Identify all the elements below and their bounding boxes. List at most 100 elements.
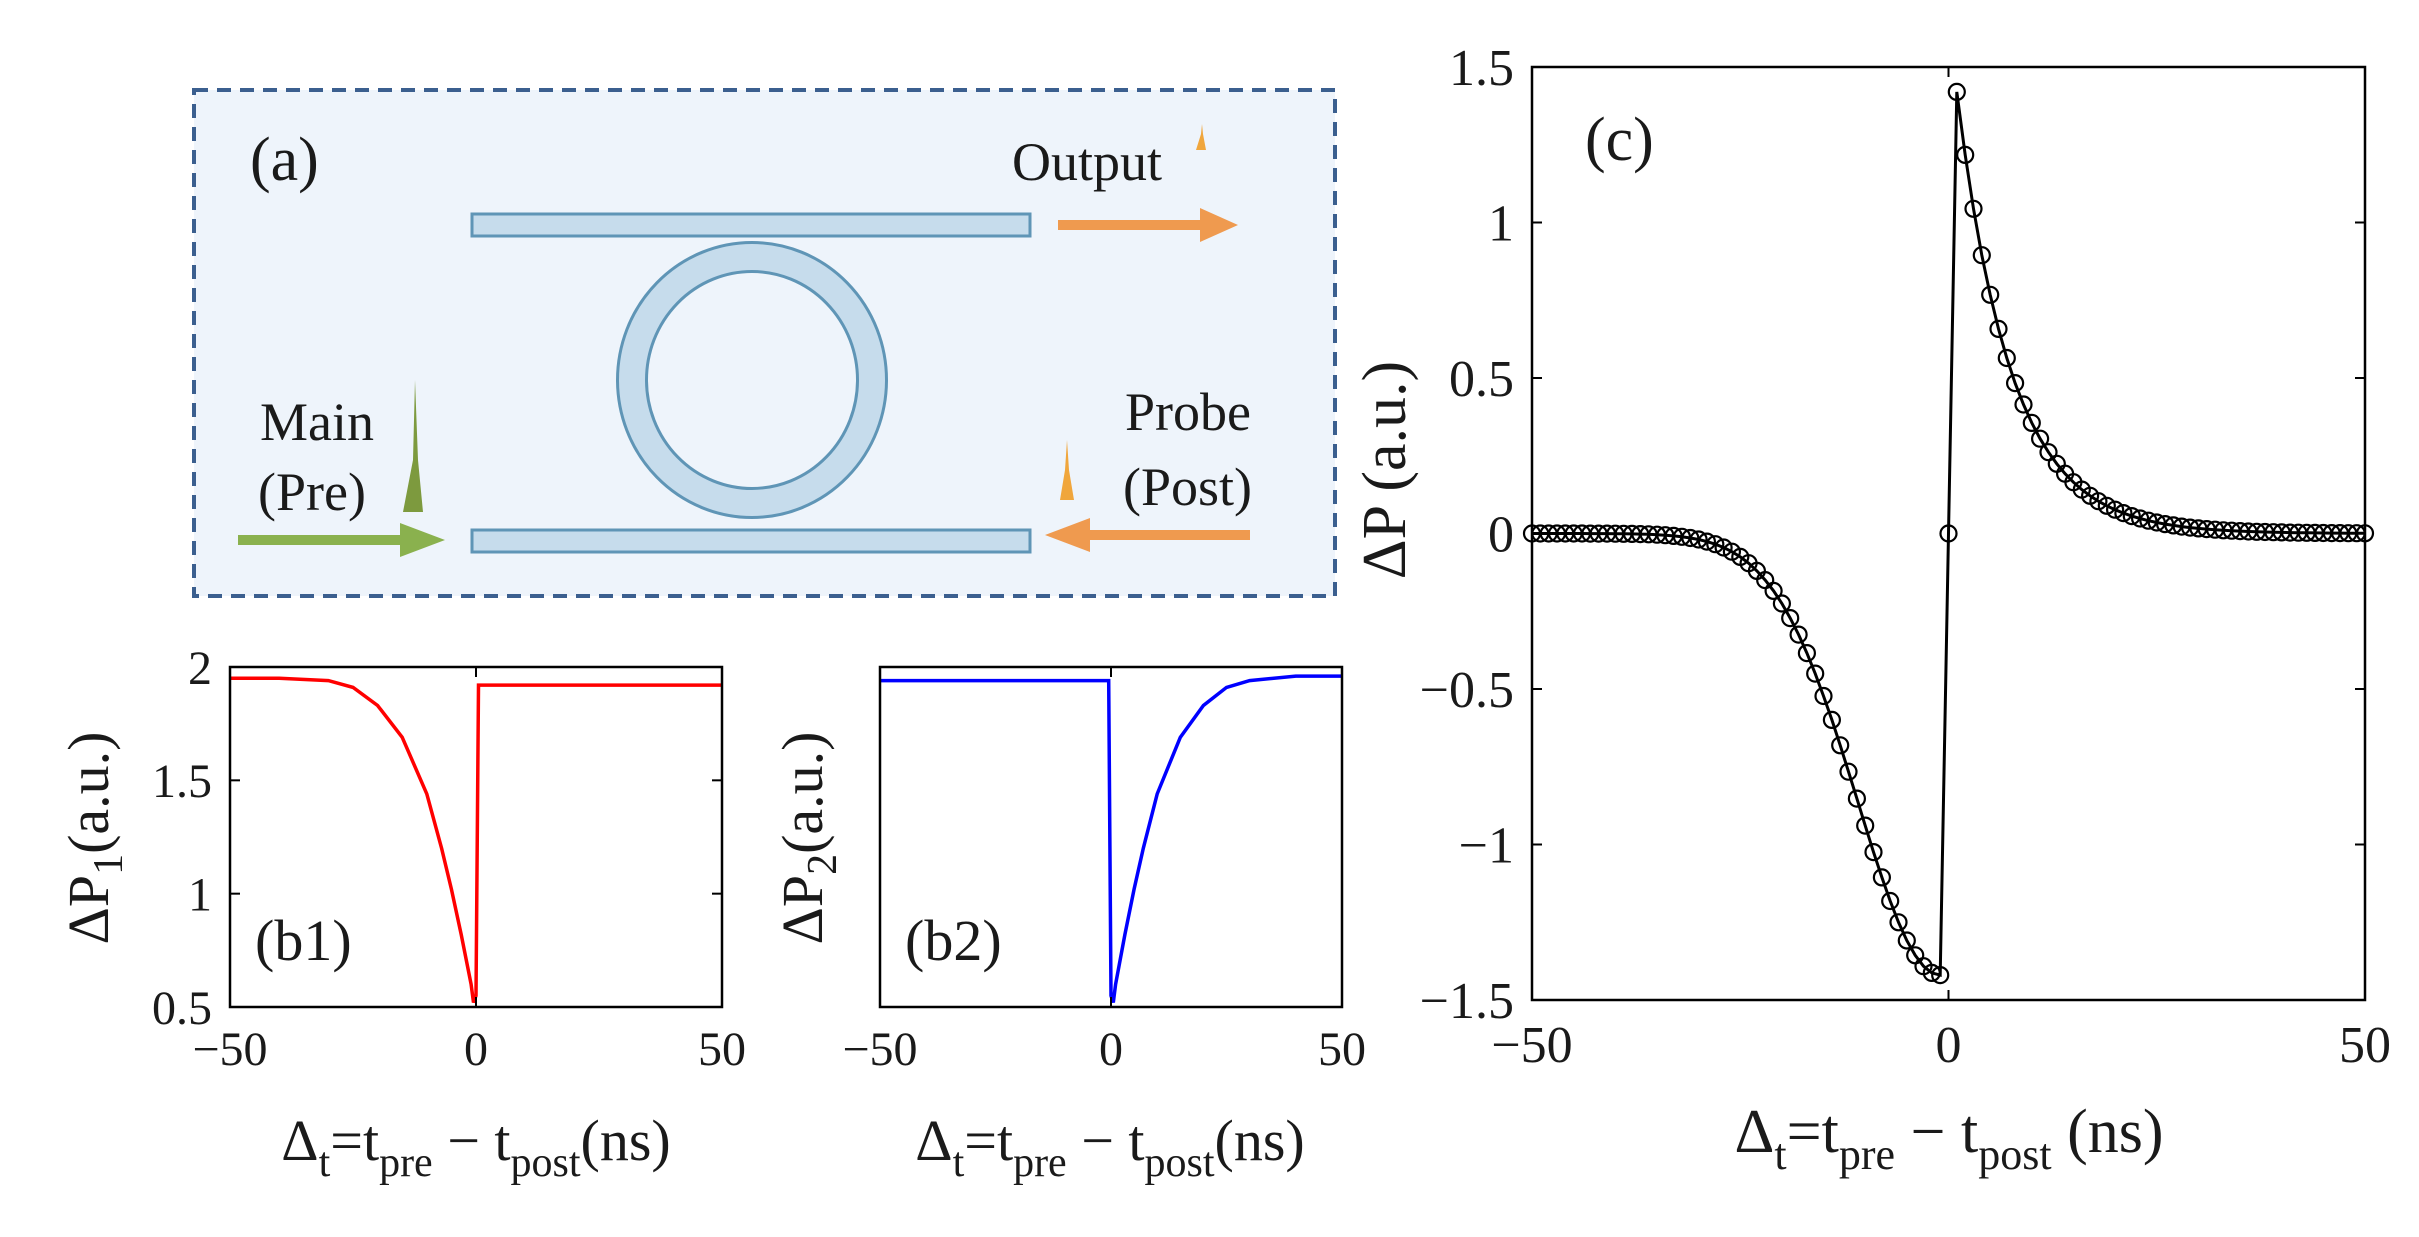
chart-c-data-point	[1872, 868, 1892, 887]
chart-c-data-point	[1822, 710, 1842, 730]
chart-b1-marks	[230, 676, 722, 1004]
chart-c-data-point	[1939, 524, 1958, 543]
chart-c: −50 0 50 −1.5 −1 −0.5 0 0.5 1 1.5 (c) ΔP (a.u.) Δ…	[1351, 40, 2391, 1179]
chart-c-data-point	[1897, 931, 1916, 950]
chart-c-y-tick-label: −1	[1459, 818, 1514, 875]
chart-c-data-point	[1781, 608, 1800, 628]
probe-arrow-icon	[1045, 518, 1250, 552]
panel-label-b1: (b1)	[255, 908, 352, 973]
chart-c-data-point	[1972, 246, 1991, 265]
chart-c-data-point	[1997, 348, 2016, 368]
chart-c-data-point	[1814, 686, 1833, 706]
chart-b1: −50 0 50 0.5 1 1.5 2 (b1) ΔP1(a.u.) Δt=tpre − …	[56, 642, 746, 1186]
chart-c-data-point	[1772, 594, 1792, 613]
chart-c-y-tick-label: 1.5	[1449, 40, 1514, 97]
chart-c-data-point	[1922, 963, 1941, 983]
chart-c-x-tick-label: 0	[1936, 1017, 1962, 1074]
chart-b1-y-tick-label: 1	[188, 868, 212, 921]
chart-c-data-point	[2030, 429, 2050, 448]
bottom-waveguide	[470, 528, 1032, 554]
chart-c-data-point	[1706, 535, 1725, 554]
chart-b1-x-axis-label: Δt=tpre − tpost(ns)	[281, 1108, 671, 1186]
chart-c-data-point	[1681, 528, 1700, 548]
chart-c-data-point	[1672, 527, 1692, 546]
chart-c-data-point	[2097, 496, 2116, 515]
chart-c-data-point	[2014, 395, 2033, 414]
chart-c-marks	[1522, 82, 2375, 985]
chart-c-data-point	[1864, 842, 1883, 862]
chart-b2-series-line	[880, 674, 1342, 1004]
chart-b1-x-tick-label: 0	[464, 1023, 488, 1076]
chart-b1-y-tick-label: 2	[188, 642, 212, 695]
chart-c-data-point	[1806, 664, 1825, 683]
chart-c-data-point	[2005, 374, 2025, 393]
probe-label: Probe	[1125, 382, 1251, 442]
chart-b2-y-axis-label: ΔP2(a.u.)	[770, 732, 846, 945]
chart-c-data-point	[1797, 643, 1817, 663]
probe-pulse-icon	[1060, 440, 1074, 500]
panel-label-a: (a)	[250, 126, 319, 194]
chart-b1-x-tick-label: −50	[192, 1023, 267, 1076]
chart-c-data-point	[1714, 538, 1733, 557]
chart-c-data-point	[1931, 965, 1950, 985]
chart-c-data-point	[1856, 816, 1875, 835]
top-waveguide	[470, 212, 1032, 238]
diagram-panel-a: (a) Output Main (Pre) Probe (Post)	[192, 88, 1337, 598]
chart-c-y-tick-label: −1.5	[1420, 973, 1514, 1030]
main-pulse-icon	[403, 380, 423, 512]
chart-c-data-point	[1689, 530, 1708, 549]
chart-b2-x-axis-label: Δt=tpre − tpost(ns)	[915, 1108, 1305, 1186]
probe-post-label: (Post)	[1123, 457, 1252, 517]
chart-c-series-line	[1532, 91, 2366, 978]
chart-c-x-axis-label: Δt=tpre − tpost (ns)	[1735, 1098, 2164, 1179]
chart-b1-series-line	[230, 676, 722, 1004]
svg-text:ΔP1(a.u.): ΔP1(a.u.)	[56, 732, 132, 945]
chart-c-data-point	[1697, 532, 1717, 551]
chart-c-x-tick-label: −50	[1491, 1017, 1572, 1074]
panel-label-b2: (b2)	[905, 908, 1002, 973]
chart-c-data-point	[2139, 511, 2158, 530]
chart-b2-x-tick-label: 50	[1318, 1023, 1366, 1076]
chart-c-data-point	[1989, 319, 2008, 338]
chart-c-data-point	[1981, 285, 2000, 304]
chart-c-data-point	[1947, 82, 1966, 102]
ring-resonator	[619, 244, 885, 516]
output-arrow-icon	[1058, 208, 1238, 242]
chart-c-y-tick-label: 1	[1488, 196, 1514, 253]
chart-b1-y-axis-label: ΔP1(a.u.)	[56, 732, 132, 945]
chart-c-data-point	[1789, 625, 1808, 644]
chart-c-y-axis-label: ΔP (a.u.)	[1351, 361, 1419, 579]
chart-c-data-point	[1889, 913, 1908, 932]
chart-c-data-point	[2106, 500, 2125, 519]
chart-c-data-point	[2022, 413, 2041, 432]
chart-c-data-point	[1964, 199, 1983, 218]
output-label: Output	[1012, 132, 1162, 192]
chart-b1-y-tick-label: 1.5	[152, 755, 212, 808]
chart-b1-x-tick-label: 50	[698, 1023, 746, 1076]
chart-c-data-point	[2122, 506, 2141, 526]
chart-c-data-point	[1847, 789, 1867, 808]
output-pulse-icon	[1196, 124, 1206, 150]
chart-c-y-tick-label: 0.5	[1449, 351, 1514, 408]
chart-c-y-tick-label: 0	[1488, 507, 1514, 564]
chart-c-data-point	[1881, 891, 1900, 911]
panel-label-c: (c)	[1585, 106, 1654, 174]
chart-c-data-point	[1831, 736, 1850, 755]
chart-c-data-point	[1956, 145, 1975, 164]
main-arrow-icon	[238, 523, 445, 557]
chart-b2-marks	[880, 674, 1342, 1004]
chart-c-y-tick-label: −0.5	[1420, 662, 1514, 719]
chart-c-data-point	[1839, 762, 1858, 781]
main-label: Main	[260, 392, 374, 452]
chart-b1-y-tick-label: 0.5	[152, 982, 212, 1035]
svg-text:ΔP2(a.u.): ΔP2(a.u.)	[770, 732, 846, 945]
main-pre-label: (Pre)	[258, 462, 366, 522]
chart-b1-ticks: −50 0 50 0.5 1 1.5 2	[152, 642, 746, 1076]
chart-c-data-point	[1764, 581, 1783, 601]
chart-c-x-tick-label: 50	[2339, 1017, 2391, 1074]
chart-c-data-point	[2114, 503, 2133, 523]
chart-b2-x-tick-label: 0	[1099, 1023, 1123, 1076]
